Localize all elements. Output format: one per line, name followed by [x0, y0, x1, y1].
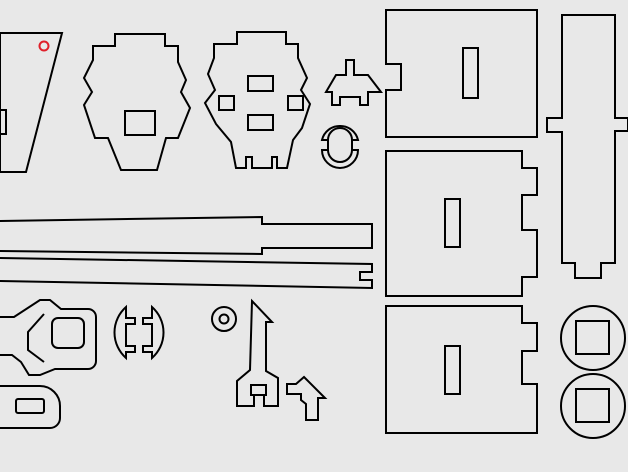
long-rail-lower	[0, 257, 373, 290]
slotted-disc	[113, 304, 165, 361]
small-ring	[211, 306, 237, 332]
wide-slotted-panel-middle	[385, 150, 538, 297]
rounded-tab	[0, 385, 61, 429]
small-arrow-piece	[286, 375, 328, 421]
round-clip	[320, 124, 360, 169]
crown-plate-right	[203, 31, 312, 169]
arrow-lever	[236, 298, 279, 407]
wide-slotted-panel-bottom	[385, 305, 538, 434]
link-arm	[0, 299, 97, 376]
crown-plate-left	[82, 33, 192, 171]
wide-slotted-panel-top	[385, 9, 538, 138]
tall-strip	[546, 14, 628, 279]
long-rail-upper	[0, 215, 373, 256]
square-disc-upper	[560, 305, 626, 371]
trapezoid-panel	[0, 32, 64, 173]
small-cross-bracket	[324, 59, 384, 106]
origin-marker-icon	[38, 40, 50, 52]
square-disc-lower	[560, 373, 626, 439]
